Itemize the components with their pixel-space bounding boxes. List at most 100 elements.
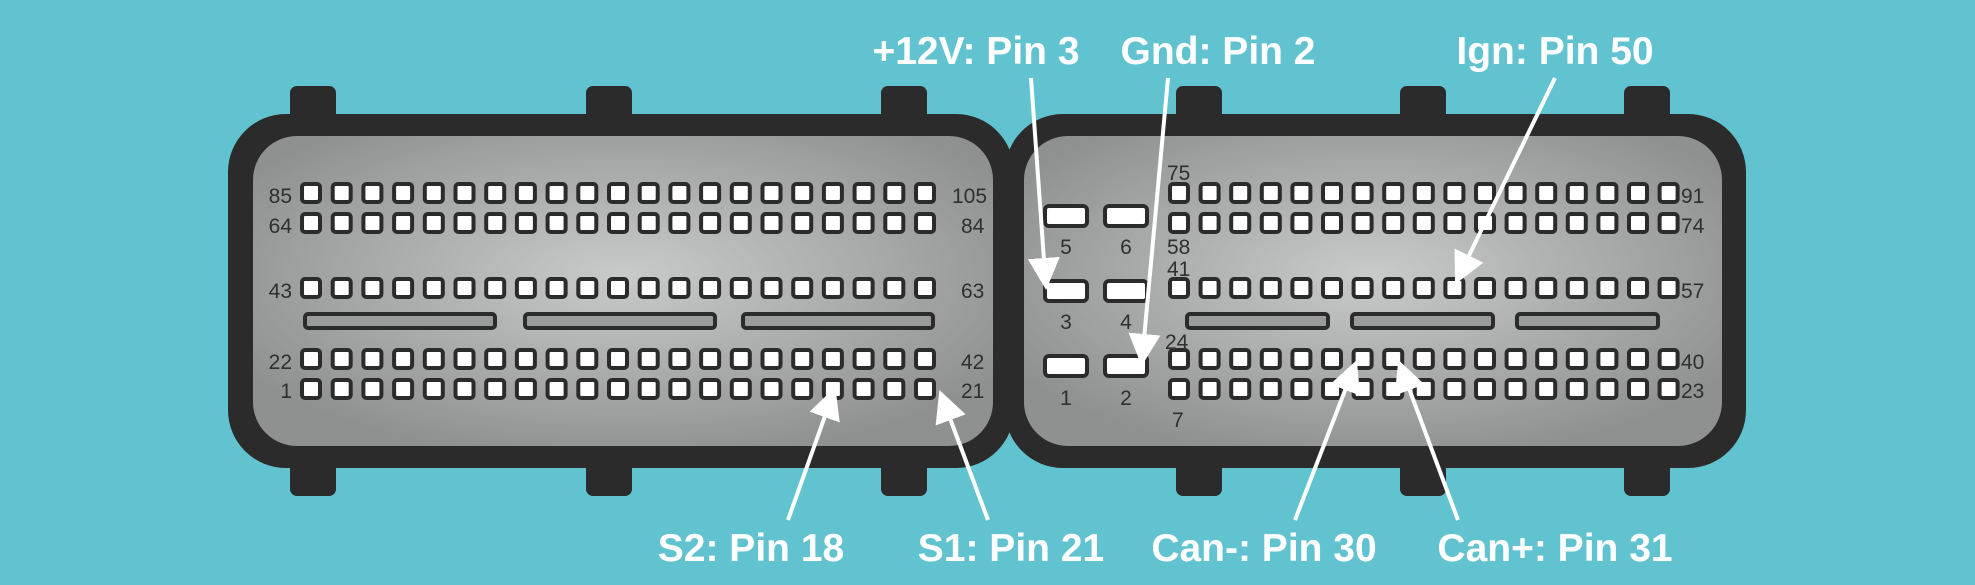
pin-hole bbox=[514, 277, 537, 299]
pin-hole bbox=[1535, 182, 1558, 204]
row-number: 21 bbox=[961, 380, 984, 403]
power-pin-number: 4 bbox=[1120, 311, 1132, 334]
pin-hole bbox=[484, 182, 507, 204]
pin-hole bbox=[1259, 182, 1282, 204]
pin-hole bbox=[1382, 348, 1405, 370]
pin-hole bbox=[1627, 182, 1649, 204]
pin-hole bbox=[821, 212, 844, 234]
pin-hole bbox=[791, 378, 814, 400]
pin-hole bbox=[1412, 348, 1435, 370]
pin-hole bbox=[1321, 378, 1343, 400]
pin-hole bbox=[1290, 378, 1313, 400]
row-number: 23 bbox=[1681, 380, 1704, 403]
pin-hole bbox=[1229, 378, 1252, 400]
pin-hole bbox=[330, 182, 353, 204]
connector-slot bbox=[303, 312, 497, 330]
pin-hole bbox=[791, 182, 814, 204]
pin-hole bbox=[1535, 378, 1558, 400]
pin-hole bbox=[1168, 378, 1190, 400]
row-number: 41 bbox=[1167, 258, 1190, 281]
row-number: 75 bbox=[1167, 162, 1190, 185]
pin-hole bbox=[484, 378, 507, 400]
callout-canplus-label: Can+: Pin 31 bbox=[1437, 527, 1672, 570]
pin-hole bbox=[1168, 348, 1190, 370]
pin-hole bbox=[668, 182, 691, 204]
callout-ign-label: Ign: Pin 50 bbox=[1456, 30, 1653, 73]
pin-hole bbox=[852, 348, 875, 370]
row-number: 105 bbox=[952, 185, 987, 208]
pin-hole bbox=[821, 182, 844, 204]
row-number: 85 bbox=[269, 185, 292, 208]
pin-hole bbox=[300, 212, 322, 234]
mounting-tabs bbox=[290, 86, 1670, 496]
pin-hole bbox=[1596, 348, 1619, 370]
pin-hole bbox=[361, 378, 384, 400]
pin-hole bbox=[1627, 212, 1649, 234]
pin-hole bbox=[1351, 378, 1374, 400]
callout-s1-label: S1: Pin 21 bbox=[918, 527, 1104, 570]
pin-hole bbox=[1198, 182, 1221, 204]
pin-hole bbox=[637, 348, 660, 370]
pin-hole bbox=[852, 212, 875, 234]
pin-hole bbox=[1259, 348, 1282, 370]
pin-hole bbox=[760, 212, 783, 234]
pin-hole bbox=[1198, 277, 1221, 299]
pin-hole bbox=[1321, 348, 1343, 370]
pin-hole bbox=[1412, 212, 1435, 234]
pin-hole bbox=[1290, 348, 1313, 370]
row-number: 1 bbox=[280, 380, 292, 403]
pin-hole bbox=[545, 277, 568, 299]
pin-hole bbox=[514, 182, 537, 204]
pin-hole bbox=[1657, 277, 1680, 299]
pin-hole bbox=[1565, 348, 1588, 370]
pin-hole bbox=[1443, 348, 1466, 370]
pin-hole bbox=[392, 212, 415, 234]
pin-hole bbox=[1259, 212, 1282, 234]
pin-hole bbox=[1504, 348, 1527, 370]
pin-hole bbox=[1168, 277, 1190, 299]
pin-hole bbox=[883, 348, 906, 370]
pin-hole bbox=[607, 212, 629, 234]
pin-hole bbox=[1198, 348, 1221, 370]
callout-gnd-label: Gnd: Pin 2 bbox=[1121, 30, 1316, 73]
pin-hole bbox=[1198, 378, 1221, 400]
connector-slot bbox=[1185, 312, 1330, 330]
pin-hole bbox=[729, 277, 752, 299]
pin-hole bbox=[668, 378, 691, 400]
row-number: 63 bbox=[961, 280, 984, 303]
pin-hole bbox=[1351, 277, 1374, 299]
left-row-numbers: 85 64 43 22 1 105 84 63 42 21 bbox=[269, 185, 987, 403]
pin-hole bbox=[300, 182, 322, 204]
arrow-plus12v bbox=[1027, 77, 1060, 290]
pin-hole bbox=[514, 378, 537, 400]
power-pin-number: 6 bbox=[1120, 236, 1132, 259]
pin-hole bbox=[729, 378, 752, 400]
pin-hole bbox=[392, 182, 415, 204]
pin-hole bbox=[1351, 348, 1374, 370]
pin-hole bbox=[1535, 277, 1558, 299]
power-pin bbox=[1043, 204, 1089, 228]
pin-hole bbox=[576, 348, 599, 370]
right-connector-pins bbox=[1043, 182, 1680, 400]
pin-hole bbox=[791, 212, 814, 234]
pin-hole bbox=[1290, 182, 1313, 204]
pin-hole bbox=[914, 212, 936, 234]
mounting-tab bbox=[881, 86, 927, 120]
pin-hole bbox=[914, 348, 936, 370]
callout-s2-label: S2: Pin 18 bbox=[658, 527, 844, 570]
pin-hole bbox=[361, 212, 384, 234]
pin-hole bbox=[545, 182, 568, 204]
pin-hole bbox=[1627, 378, 1649, 400]
pin-hole bbox=[576, 182, 599, 204]
mounting-tab bbox=[1400, 462, 1446, 496]
pin-hole bbox=[422, 348, 445, 370]
pin-hole bbox=[791, 277, 814, 299]
row-number: 57 bbox=[1681, 280, 1704, 303]
pin-hole bbox=[1504, 212, 1527, 234]
pin-hole bbox=[576, 378, 599, 400]
pin-hole bbox=[361, 182, 384, 204]
pin-hole bbox=[1443, 277, 1466, 299]
pin-hole bbox=[576, 212, 599, 234]
connector-slot bbox=[1515, 312, 1660, 330]
pin-hole bbox=[699, 348, 722, 370]
